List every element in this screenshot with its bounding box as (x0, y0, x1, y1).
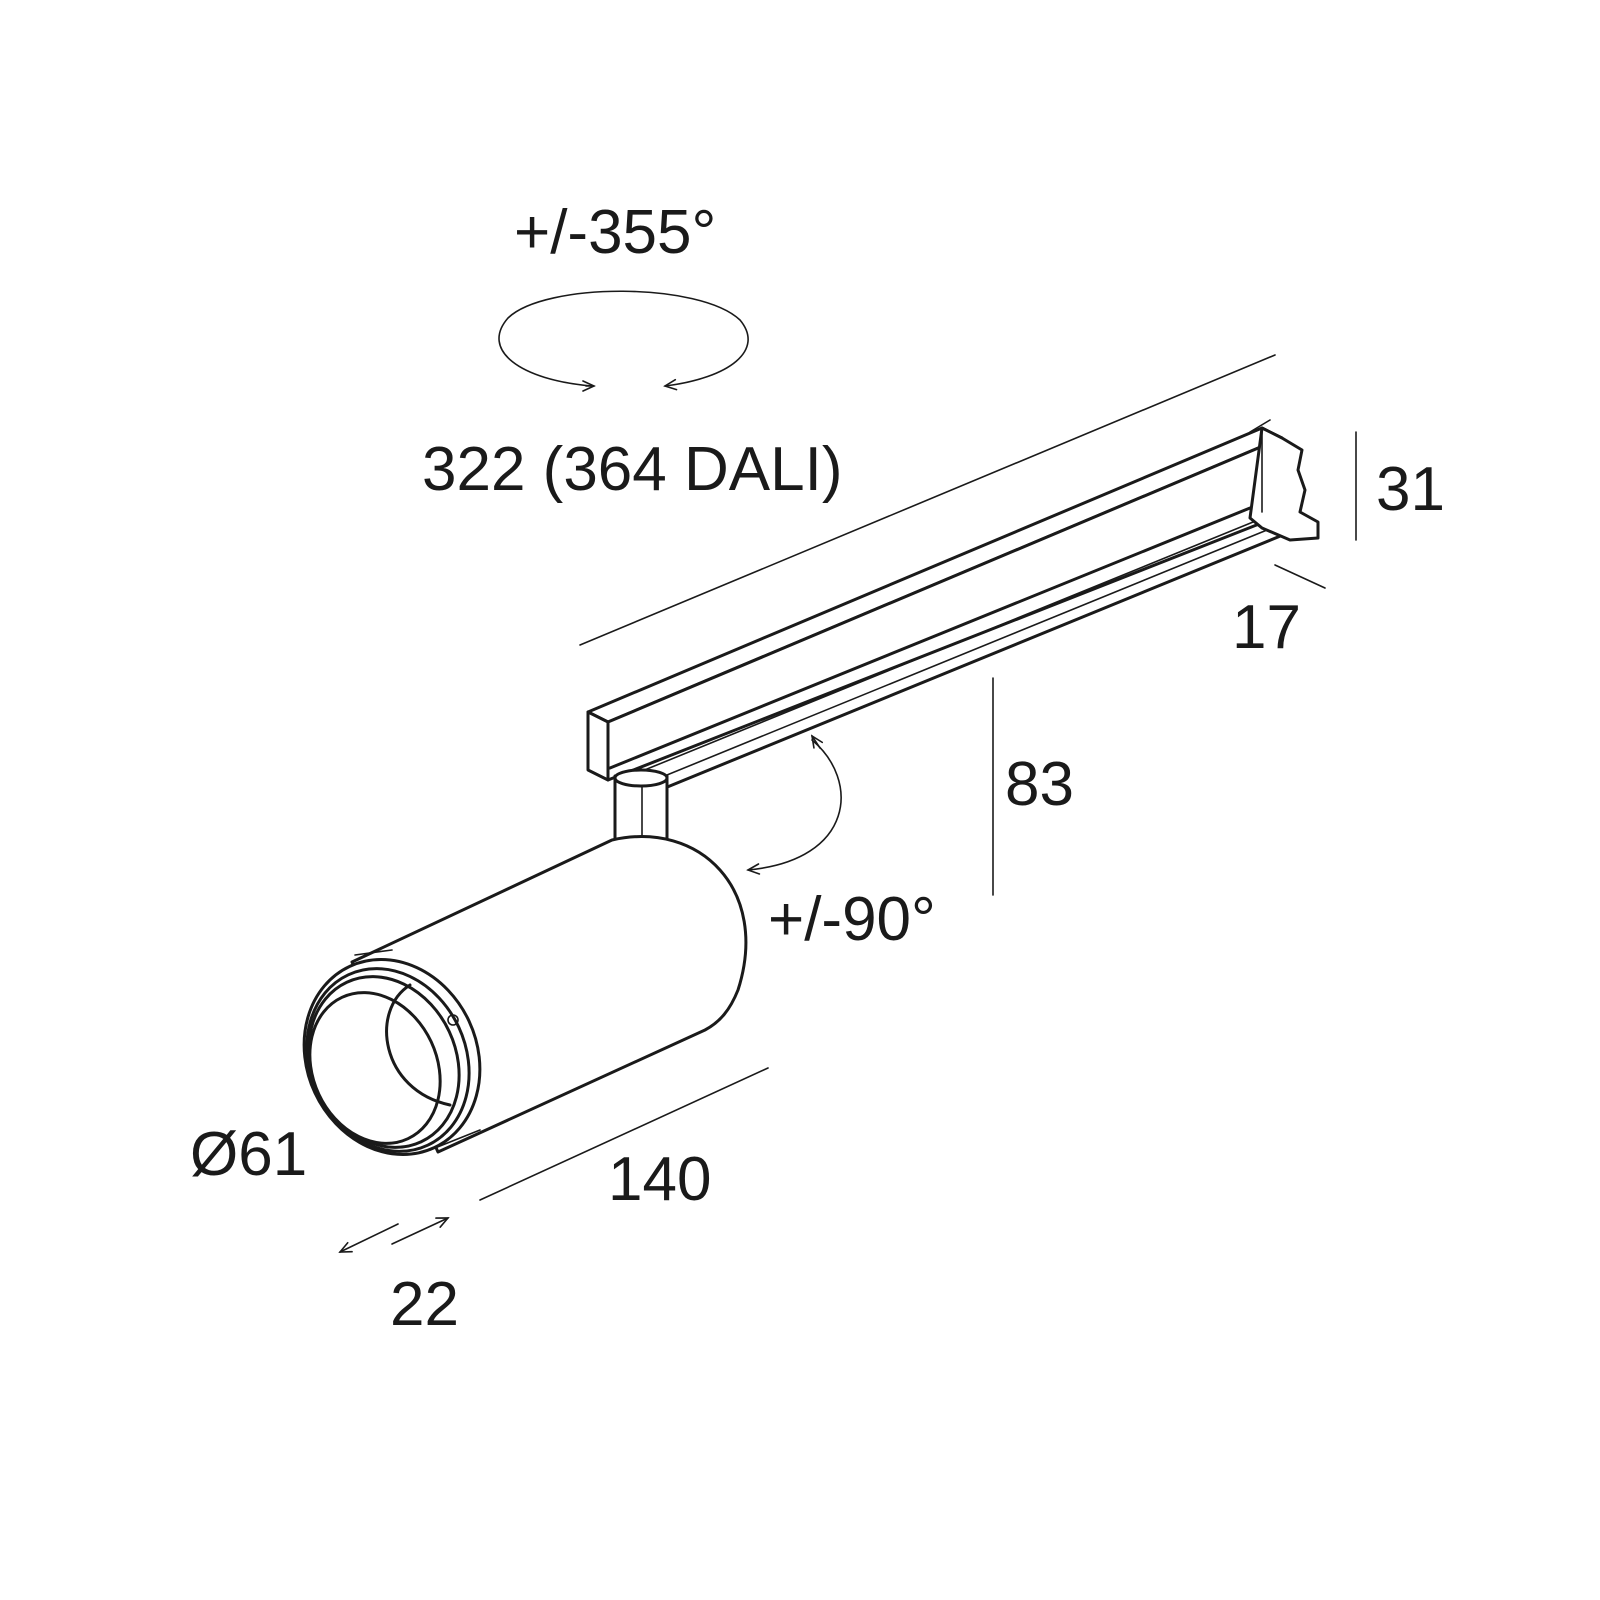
label-diameter: Ø61 (190, 1120, 307, 1189)
label-rotation-vertical: +/-90° (768, 885, 936, 954)
label-track-height: 31 (1376, 455, 1445, 524)
label-track-width: 17 (1232, 593, 1301, 662)
label-body-length: 140 (608, 1145, 711, 1214)
label-track-length: 322 (364 DALI) (422, 435, 842, 504)
track-profile (586, 419, 1320, 792)
track-width-dimension-line (1274, 564, 1326, 589)
label-rotation-horizontal: +/-355° (514, 198, 716, 267)
label-total-height: 83 (1005, 750, 1074, 819)
track-length-dimension-line (579, 354, 1276, 646)
body-length-dimension-line (479, 1067, 769, 1201)
rotation-vertical-arrow (746, 734, 842, 875)
rotation-horizontal-arrow (498, 290, 749, 392)
spotlight-body (302, 835, 748, 1156)
zoom-travel-arrows (338, 1217, 450, 1253)
label-zoom-travel: 22 (390, 1270, 459, 1339)
spotlight-stem (613, 768, 669, 844)
